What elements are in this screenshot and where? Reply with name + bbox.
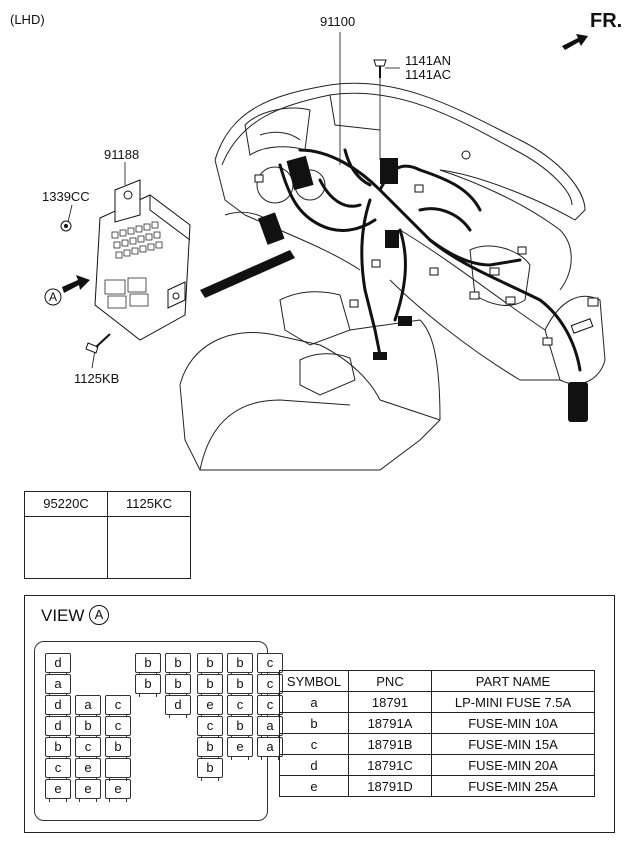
wiring-harness-drawing [278,148,582,372]
legend-part-name: FUSE-MIN 15A [431,733,595,755]
fuse-slot: b [197,653,223,676]
legend-pnc: 18791D [348,775,432,797]
fuse-slot: c [105,716,131,739]
legend-part-name: LP-MINI FUSE 7.5A [431,691,595,713]
fuse-slot: d [45,653,71,676]
legend-pnc: 18791 [348,691,432,713]
legend-header-pnc: PNC [348,670,432,692]
fuse-slot: e [227,737,253,760]
harness-part-number: 91100 [320,14,356,29]
parts-box-column-divider [107,492,108,578]
legend-symbol: b [279,712,349,734]
fuse-slot: b [197,674,223,697]
legend-part-name: FUSE-MIN 10A [431,712,595,734]
black-harness-strip [200,155,588,422]
fuse-slot: c [105,695,131,718]
fuse-slot: a [75,695,101,718]
fuse-slot: d [45,716,71,739]
bolt-bottom-part-number: 1125KB [74,371,120,386]
fuse-slot: d [165,695,191,718]
relay-part-number: 95220C [43,496,89,511]
legend-header-symbol: SYMBOL [279,670,349,692]
fuse-slot: e [75,758,101,781]
legend-pnc: 18791C [348,754,432,776]
view-marker: A [89,605,109,625]
legend-header-part-name: PART NAME [431,670,595,692]
fuse-slot: b [165,653,191,676]
bolt-bottom-icon [85,333,111,354]
fuse-slot: e [197,695,223,718]
view-arrow-icon [62,275,90,293]
legend-part-name: FUSE-MIN 25A [431,775,595,797]
fuse-slot: d [45,695,71,718]
bolt-part-number: 1125KC [125,496,172,511]
parts-box: 95220C 1125KC [24,491,191,579]
fuse-slot: a [45,674,71,697]
view-a-circle-icon [44,288,62,306]
bolt-top-icon [373,59,387,78]
fuse-slot: b [165,674,191,697]
clip-part-number: 1339CC [42,189,90,204]
fuse-slot: e [45,779,71,802]
front-direction-label: FR. [590,10,623,32]
legend-pnc: 18791A [348,712,432,734]
front-arrow-icon [562,34,588,50]
connector-icons [254,150,599,346]
legend-pnc: 18791B [348,733,432,755]
legend-symbol: a [279,691,349,713]
view-a-marker: A [48,290,57,304]
fuse-slot: b [45,737,71,760]
fuse-slot: b [135,653,161,676]
legend-symbol: e [279,775,349,797]
fuse-slot: e [75,779,101,802]
bolt-part-number-1: 1141AN [405,53,452,68]
fuse-slot: c [75,737,101,760]
fuse-slot: b [227,674,253,697]
legend-symbol: d [279,754,349,776]
dashboard-drawing [179,82,606,471]
fuse-slot: c [45,758,71,781]
fuse-slot: b [197,758,223,781]
fuse-slot-empty [105,758,131,781]
fuse-slot: b [135,674,161,697]
fuse-slot: e [105,779,131,802]
junction-box-part-number: 91188 [104,147,140,162]
fuse-slot: b [197,737,223,760]
fuse-slot: b [75,716,101,739]
variant-label: (LHD) [10,12,45,27]
fuse-slot: b [227,653,253,676]
legend-symbol: c [279,733,349,755]
junction-box-drawing [94,179,191,341]
fuse-slot: a [257,737,283,760]
clip-icon [60,220,72,232]
fuse-slot: b [105,737,131,760]
legend-part-name: FUSE-MIN 20A [431,754,595,776]
fuse-slot: c [197,716,223,739]
bolt-part-number-2: 1141AC [405,67,452,82]
fuse-slot: b [227,716,253,739]
view-title: VIEW [41,606,85,625]
fuse-slot: c [227,695,253,718]
